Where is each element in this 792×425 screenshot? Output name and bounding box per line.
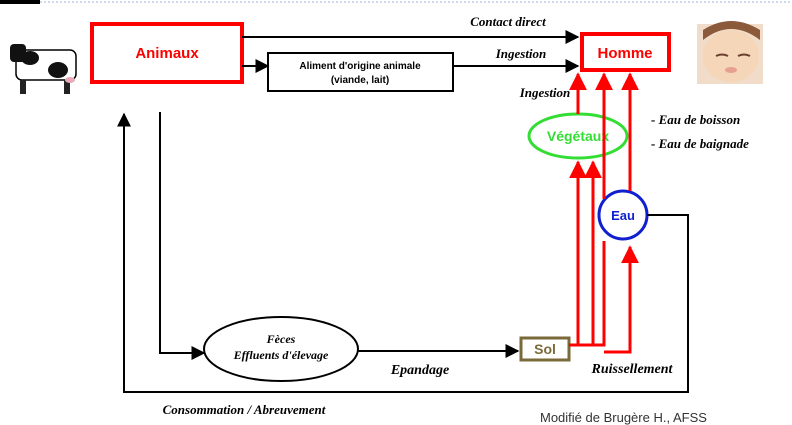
- top-left-bar: [0, 0, 40, 4]
- arrow-ruissellement-eau: [604, 245, 639, 354]
- node-aliment-line1: Aliment d'origine animale: [299, 61, 421, 72]
- node-feces-line1: Fèces: [266, 332, 296, 346]
- line-sol-eau: [569, 241, 606, 347]
- label-epandage: Epandage: [390, 363, 449, 378]
- label-ingestion-1: Ingestion: [495, 46, 547, 61]
- node-animaux: [90, 22, 244, 84]
- label-eau-boisson: - Eau de boisson: [651, 112, 740, 127]
- label-eau-baignade: - Eau de baignade: [651, 136, 749, 151]
- source-credit: Modifié de Brugère H., AFSS: [540, 410, 707, 425]
- cow-icon: [10, 44, 77, 94]
- label-ingestion-2: Ingestion: [519, 85, 571, 100]
- node-aliment-line2: (viande, lait): [331, 75, 389, 86]
- label-ruissellement: Ruissellement: [591, 362, 674, 377]
- node-feces: [203, 316, 359, 382]
- node-eau-label: Eau: [611, 208, 635, 223]
- label-contact-direct: Contact direct: [470, 14, 546, 29]
- node-animaux-label: Animaux: [135, 45, 199, 62]
- node-homme: [580, 32, 671, 72]
- arrow-consommation: [117, 112, 689, 393]
- node-sol: [519, 336, 571, 362]
- label-consommation: Consommation / Abreuvement: [163, 402, 326, 417]
- node-homme-label: Homme: [597, 45, 652, 62]
- node-aliment: [267, 52, 454, 92]
- node-vegetaux-label: Végétaux: [547, 128, 609, 144]
- arrow-animaux-feces: [159, 112, 206, 360]
- baby-face-photo: [697, 21, 763, 84]
- node-feces-line2: Effluents d'élevage: [233, 348, 329, 362]
- node-sol-label: Sol: [534, 341, 556, 357]
